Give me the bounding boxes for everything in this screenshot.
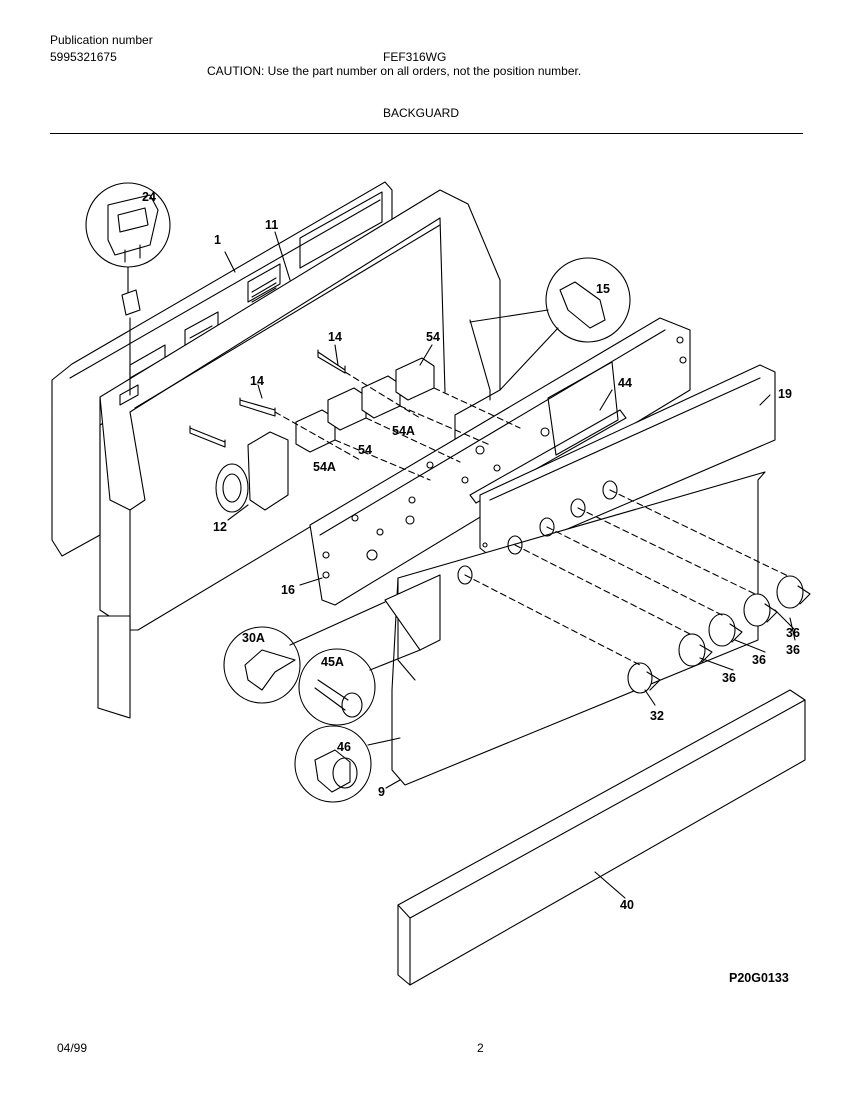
- footer-date: 04/99: [57, 1041, 87, 1055]
- part-label: 16: [281, 583, 295, 597]
- part-label: 15: [596, 282, 610, 296]
- publication-number: 5995321675: [50, 50, 117, 64]
- part-label: 19: [778, 387, 792, 401]
- part-label: 24: [142, 190, 156, 204]
- part-label: 14: [250, 374, 264, 388]
- callout-45a: [298, 648, 376, 726]
- section-title: BACKGUARD: [383, 106, 460, 120]
- knob-36b: [708, 613, 736, 647]
- publication-label: Publication number: [50, 33, 153, 47]
- part-label: 54A: [392, 424, 415, 438]
- header-divider: [50, 133, 803, 134]
- part-label: 11: [265, 218, 278, 232]
- part-label: 9: [378, 785, 385, 799]
- part-label: 36: [786, 626, 800, 640]
- trim-strip: [397, 689, 806, 986]
- part-label: 36: [752, 653, 766, 667]
- callout-15: [545, 257, 631, 343]
- fascia-panel: [391, 471, 766, 786]
- panel-glass: [479, 364, 776, 561]
- part-label: 36: [786, 643, 800, 657]
- part-label: 46: [337, 740, 351, 754]
- knobs: [627, 575, 811, 694]
- callout-46: [294, 725, 372, 803]
- part-labels: 24 1 11 14 54 14 54A 54 54A 15 44 19 12 …: [142, 190, 800, 912]
- footer-page: 2: [477, 1041, 484, 1055]
- callout-24: [85, 182, 171, 268]
- control-panel: [309, 317, 691, 606]
- part-label: 32: [650, 709, 664, 723]
- backguard-frame: [97, 189, 501, 719]
- part-label: 54: [426, 330, 440, 344]
- switches: [189, 349, 435, 513]
- part-label: 14: [328, 330, 342, 344]
- assembly-guides: [274, 371, 791, 666]
- panel-bracket: [384, 574, 441, 651]
- part-label: 54: [358, 443, 372, 457]
- caution-note: CAUTION: Use the part number on all orde…: [207, 64, 582, 78]
- part-label: 44: [618, 376, 632, 390]
- callouts: [85, 182, 631, 803]
- part-label: 36: [722, 671, 736, 685]
- part-label: 45A: [321, 655, 344, 669]
- model-number: FEF316WG: [383, 50, 447, 64]
- callout-30a: [223, 626, 301, 704]
- part-label: 1: [214, 233, 221, 247]
- leader-lines: [224, 231, 796, 899]
- knob-36d: [776, 575, 804, 609]
- part-label: 30A: [242, 631, 265, 645]
- knob-36c: [743, 593, 771, 627]
- knob-32: [627, 662, 653, 694]
- knob-36a: [678, 633, 706, 667]
- part-label: 12: [213, 520, 227, 534]
- drawing-number: P20G0133: [729, 971, 789, 985]
- part-label: 40: [620, 898, 634, 912]
- part-label: 54A: [313, 460, 336, 474]
